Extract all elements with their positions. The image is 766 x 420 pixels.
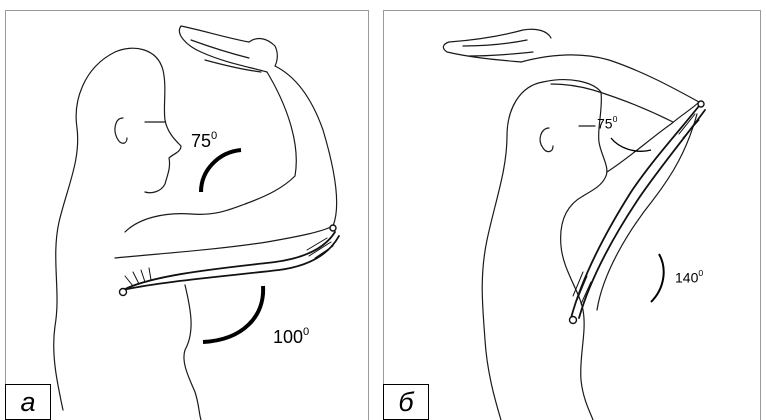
angle-label-140: 1400 [675,270,703,285]
angle-label-75: 750 [597,116,617,131]
panel-b: 750 1400 б [383,10,761,420]
angle-arc-75 [201,150,241,192]
head-outline [543,80,607,196]
attachment-point [570,317,577,324]
angle-label-100: 1000 [273,328,309,346]
angle-arc-140 [651,254,664,302]
torso-front-outline [561,196,593,420]
angle-arc-100 [203,286,263,342]
angle-arc-75 [611,138,651,151]
ear [540,128,553,152]
panel-b-tag: б [383,384,429,420]
hand [179,26,277,72]
hand [443,29,551,62]
upper-arm [115,226,333,258]
panel-a: 750 1000 а [5,10,369,420]
angle-label-75: 750 [191,132,217,150]
head-outline [115,48,181,193]
attachment-point [698,101,704,107]
forearm-outer [275,66,337,226]
ear [115,118,127,143]
muscle-band-upper [123,232,335,290]
panel-a-tag: а [5,384,51,420]
panel-b-drawing [383,10,761,420]
torso-back-outline [54,52,115,410]
muscle-band-lower [123,236,339,290]
chest-outline [125,204,245,232]
torso-front-outline [184,285,201,420]
attachment-point [330,225,336,231]
forearm-inner [245,72,296,204]
panel-a-drawing [5,10,369,420]
torso-back-outline [482,82,543,420]
attachment-point [120,289,127,296]
